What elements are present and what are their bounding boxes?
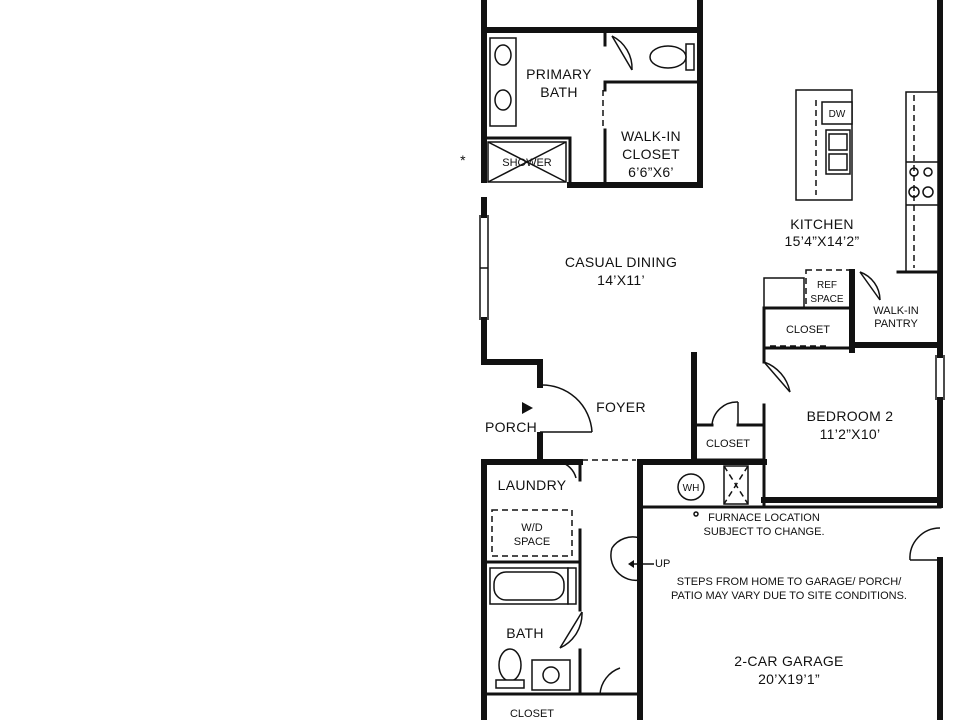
- up-label: UP: [655, 558, 670, 570]
- closet-bedroom-label: CLOSET: [786, 324, 830, 336]
- wd-space-label-1: W/D: [521, 522, 542, 534]
- bath-label: BATH: [506, 625, 544, 641]
- wd-space-label-2: SPACE: [514, 536, 550, 548]
- bedroom-2-size: 11’2”X10’: [820, 426, 881, 442]
- ref-space-label-2: SPACE: [810, 294, 843, 305]
- closet-bottom-label: CLOSET: [510, 708, 554, 720]
- kitchen-label: KITCHEN: [790, 216, 854, 232]
- kitchen: [795, 89, 939, 273]
- garage-label: 2-CAR GARAGE: [734, 653, 843, 669]
- entry-arrow-icon: [522, 402, 533, 414]
- furnace-note-1: FURNACE LOCATION: [708, 512, 820, 524]
- porch-label: PORCH: [485, 419, 537, 435]
- bedroom-2-walls: [761, 348, 943, 503]
- walk-in-closet-label-1: WALK-IN: [621, 128, 681, 144]
- walk-in-closet-size: 6’6”X6’: [628, 164, 674, 180]
- furnace-note-2: SUBJECT TO CHANGE.: [703, 526, 824, 538]
- primary-bath-fixtures: [487, 31, 695, 183]
- windows-left: [479, 215, 945, 400]
- shower-label: SHOWER: [502, 157, 552, 169]
- ref-space-label-1: REF: [817, 280, 837, 291]
- casual-dining-size: 14’X11’: [597, 272, 645, 288]
- water-heater-label: WH: [683, 483, 700, 494]
- bedroom-2-label: BEDROOM 2: [807, 408, 894, 424]
- primary-bath-label-1: PRIMARY: [526, 66, 592, 82]
- exterior-walls: [481, 0, 943, 720]
- foyer-label: FOYER: [596, 399, 646, 415]
- kitchen-size: 15’4”X14’2”: [785, 233, 860, 249]
- walk-in-pantry-label-1: WALK-IN: [873, 305, 918, 317]
- walk-in-pantry-label-2: PANTRY: [874, 318, 918, 330]
- primary-suite-walls: [481, 0, 703, 188]
- primary-bath-label-2: BATH: [540, 84, 578, 100]
- laundry-bath-walls: [481, 459, 643, 720]
- asterisk-mark: *: [460, 152, 466, 168]
- pantry-area-walls: [762, 269, 943, 353]
- garage-size: 20’X19’1”: [758, 671, 820, 687]
- closet-foyer-label: CLOSET: [706, 438, 750, 450]
- steps-note-1: STEPS FROM HOME TO GARAGE/ PORCH/: [677, 576, 902, 588]
- casual-dining-label: CASUAL DINING: [565, 254, 677, 270]
- labels: PRIMARY BATH WALK-IN CLOSET 6’6”X6’ SHOW…: [460, 66, 919, 720]
- laundry-label: LAUNDRY: [498, 477, 567, 493]
- steps-note-2: PATIO MAY VARY DUE TO SITE CONDITIONS.: [671, 590, 907, 602]
- dishwasher-label: DW: [829, 109, 846, 120]
- garage-walls: [610, 459, 942, 582]
- walk-in-closet-label-2: CLOSET: [622, 146, 680, 162]
